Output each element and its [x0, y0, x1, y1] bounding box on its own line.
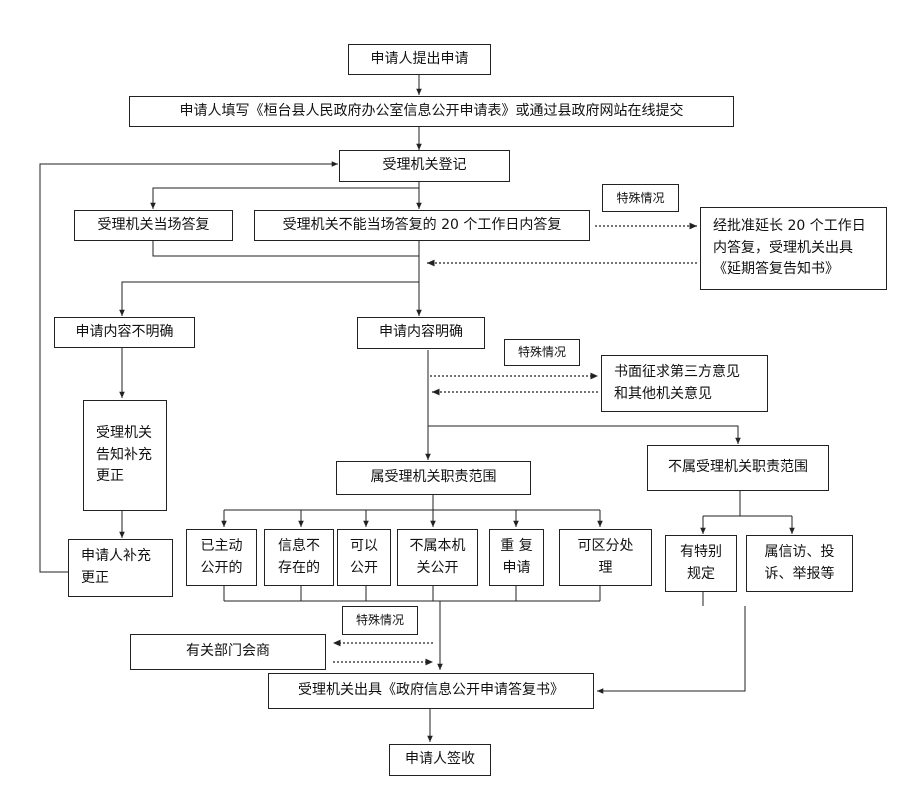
register-box: 受理机关登记	[339, 150, 510, 182]
can-public-label: 可以 公开	[350, 537, 378, 576]
sign-box: 申请人签收	[389, 744, 491, 776]
reply-onsite-box: 受理机关当场答复	[74, 210, 233, 241]
notify-correct-box: 受理机关 告知补充 更正	[83, 400, 167, 511]
register-label: 受理机关登记	[382, 157, 467, 174]
repeat-label: 重 复 申请	[500, 537, 533, 576]
notify-correct-label: 受理机关 告知补充 更正	[96, 424, 152, 485]
partial-label: 可区分处 理	[577, 537, 634, 576]
special-case-3-box: 特殊情况	[342, 606, 418, 635]
published-box: 已主动 公开的	[186, 529, 257, 586]
applicant-correct-label: 申请人补充 更正	[81, 548, 151, 586]
third-party-box: 书面征求第三方意见 和其他机关意见	[601, 355, 768, 412]
third-party-label: 书面征求第三方意见 和其他机关意见	[614, 363, 740, 402]
issue-reply-box: 受理机关出具《政府信息公开申请答复书》	[268, 673, 594, 709]
extend-label: 经批准延长 20 个工作日 内答复，受理机关出具 《延期答复告知书》	[713, 217, 866, 278]
can-public-box: 可以 公开	[337, 529, 391, 586]
unclear-label: 申请内容不明确	[75, 323, 174, 340]
clear-label: 申请内容明确	[379, 324, 463, 341]
special-case-1-box: 特殊情况	[602, 184, 679, 212]
reply-20days-box: 受理机关不能当场答复的 20 个工作日内答复	[254, 210, 590, 241]
in-scope-box: 属受理机关职责范围	[336, 461, 531, 495]
consult-box: 有关部门会商	[130, 634, 326, 670]
extend-box: 经批准延长 20 个工作日 内答复，受理机关出具 《延期答复告知书》	[700, 207, 887, 290]
apply-label: 申请人提出申请	[370, 50, 469, 67]
special-case-2-label: 特殊情况	[517, 345, 566, 360]
not-public-label: 不属本机 关公开	[409, 537, 466, 576]
out-scope-box: 不属受理机关职责范围	[647, 445, 829, 491]
issue-reply-label: 受理机关出具《政府信息公开申请答复书》	[298, 682, 564, 699]
out-scope-label: 不属受理机关职责范围	[668, 459, 808, 476]
special-case-1-label: 特殊情况	[616, 190, 665, 205]
repeat-box: 重 复 申请	[489, 529, 544, 586]
not-exist-box: 信息不 存在的	[264, 529, 334, 586]
petition-label: 属信访、投 诉、举报等	[764, 543, 835, 582]
special-case-3-label: 特殊情况	[355, 613, 404, 628]
special-case-2-box: 特殊情况	[504, 339, 580, 366]
published-label: 已主动 公开的	[200, 537, 243, 576]
fill-form-box: 申请人填写《桓台县人民政府办公室信息公开申请表》或通过县政府网站在线提交	[129, 96, 734, 127]
unclear-box: 申请内容不明确	[54, 317, 195, 348]
consult-label: 有关部门会商	[186, 643, 270, 660]
reply-20days-label: 受理机关不能当场答复的 20 个工作日内答复	[282, 216, 562, 233]
fill-form-label: 申请人填写《桓台县人民政府办公室信息公开申请表》或通过县政府网站在线提交	[179, 102, 684, 119]
petition-box: 属信访、投 诉、举报等	[746, 535, 853, 592]
special-rule-label: 有特别 规定	[680, 543, 722, 582]
partial-box: 可区分处 理	[559, 529, 652, 586]
reply-onsite-label: 受理机关当场答复	[97, 216, 210, 233]
apply-box: 申请人提出申请	[348, 44, 491, 75]
clear-box: 申请内容明确	[357, 317, 485, 349]
not-exist-label: 信息不 存在的	[278, 537, 320, 576]
in-scope-label: 属受理机关职责范围	[370, 469, 497, 486]
applicant-correct-box: 申请人补充 更正	[68, 539, 173, 597]
sign-label: 申请人签收	[405, 751, 475, 768]
not-public-box: 不属本机 关公开	[397, 529, 478, 586]
special-rule-box: 有特别 规定	[665, 535, 737, 592]
